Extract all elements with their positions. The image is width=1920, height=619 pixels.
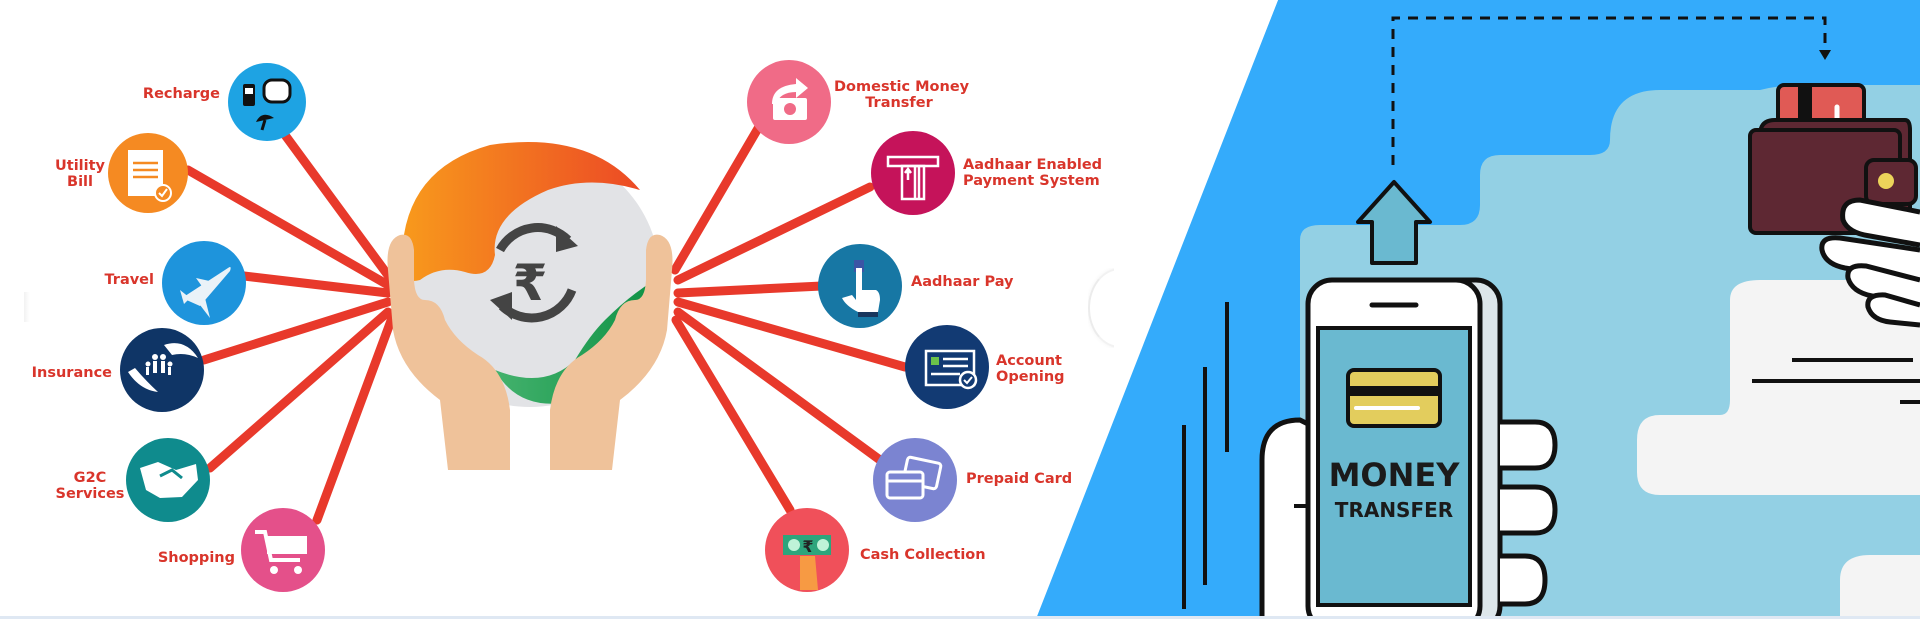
rupee-icon: ₹ <box>490 223 578 323</box>
document-check-icon <box>128 150 172 202</box>
dashed-flow-arrow <box>1391 16 1827 165</box>
arrow-down-icon <box>1819 50 1831 60</box>
label-aadhaar-pay[interactable]: Aadhaar Pay <box>911 274 1014 290</box>
label-domestic-money-transfer[interactable]: Domestic Money Transfer <box>834 79 970 111</box>
cash-hand-icon: ₹ <box>783 535 831 590</box>
bubble-account-opening[interactable] <box>905 325 989 409</box>
hand-fingers-icon <box>1500 419 1558 607</box>
handshake-icon <box>140 462 198 498</box>
svg-text:₹: ₹ <box>513 254 548 312</box>
label-g2c-services[interactable]: G2C Services <box>50 470 130 502</box>
hand-right-icon <box>1819 197 1920 328</box>
phone-title: MONEY <box>1329 456 1461 494</box>
bubble-g2c-services[interactable] <box>126 438 210 522</box>
label-aeps-line2: Payment System <box>963 173 1100 189</box>
label-utility-bill-line1: Utility <box>55 158 105 174</box>
phone-subtitle: TRANSFER <box>1335 498 1453 522</box>
bubble-shopping[interactable] <box>241 508 325 592</box>
svg-text:₹: ₹ <box>802 537 813 556</box>
bubble-travel[interactable] <box>162 241 246 325</box>
label-shopping[interactable]: Shopping <box>157 550 235 566</box>
motion-lines <box>1182 302 1229 609</box>
arrow-up-icon <box>1356 180 1432 265</box>
label-g2c-line1: G2C <box>73 470 107 486</box>
bubble-aeps[interactable] <box>871 131 955 215</box>
family-hands-icon <box>128 343 198 392</box>
bubble-recharge[interactable] <box>228 63 306 141</box>
bubble-insurance[interactable] <box>120 328 204 412</box>
label-travel[interactable]: Travel <box>104 272 155 288</box>
carousel-prev-edge[interactable] <box>24 292 30 322</box>
rupee-exchange-logo: ₹ <box>387 142 673 470</box>
credit-card-icon <box>1346 368 1442 428</box>
id-card-check-icon <box>924 349 978 390</box>
label-aeps-line1: Aadhaar Enabled <box>963 157 1103 173</box>
money-send-icon <box>772 78 808 120</box>
receipt-lines <box>1752 358 1920 404</box>
mobile-tv-dish-icon <box>243 78 292 131</box>
atm-card-icon <box>886 155 940 201</box>
finger-tap-icon <box>842 260 880 317</box>
bubble-cash-collection[interactable]: ₹ <box>765 508 849 592</box>
bubble-prepaid-card[interactable] <box>873 438 957 522</box>
label-account-line2: Opening <box>996 369 1065 385</box>
label-cash-collection[interactable]: Cash Collection <box>860 547 986 563</box>
cards-icon <box>885 455 943 500</box>
label-dmt-line1: Domestic Money <box>834 79 970 95</box>
label-insurance[interactable]: Insurance <box>31 365 112 381</box>
label-recharge[interactable]: Recharge <box>142 86 220 102</box>
airplane-icon <box>180 267 231 318</box>
label-g2c-line2: Services <box>55 486 125 502</box>
label-aeps[interactable]: Aadhaar Enabled Payment System <box>963 157 1103 189</box>
label-prepaid-card[interactable]: Prepaid Card <box>966 471 1073 487</box>
label-account-opening[interactable]: Account Opening <box>996 353 1086 385</box>
bubble-domestic-money-transfer[interactable] <box>747 60 831 144</box>
bottom-strip <box>0 616 1920 619</box>
label-dmt-line2: Transfer <box>865 95 933 111</box>
holding-hands-icon <box>387 234 673 470</box>
connector-lines-right <box>670 120 910 515</box>
label-account-line1: Account <box>996 353 1062 369</box>
bubble-aadhaar-pay[interactable] <box>818 244 902 328</box>
connector-lines-left <box>183 130 397 525</box>
label-utility-bill-line2: Bill <box>67 174 93 190</box>
shopping-cart-icon <box>255 530 307 574</box>
label-utility-bill[interactable]: Utility Bill <box>52 158 108 190</box>
bubble-utility-bill[interactable] <box>108 133 188 213</box>
